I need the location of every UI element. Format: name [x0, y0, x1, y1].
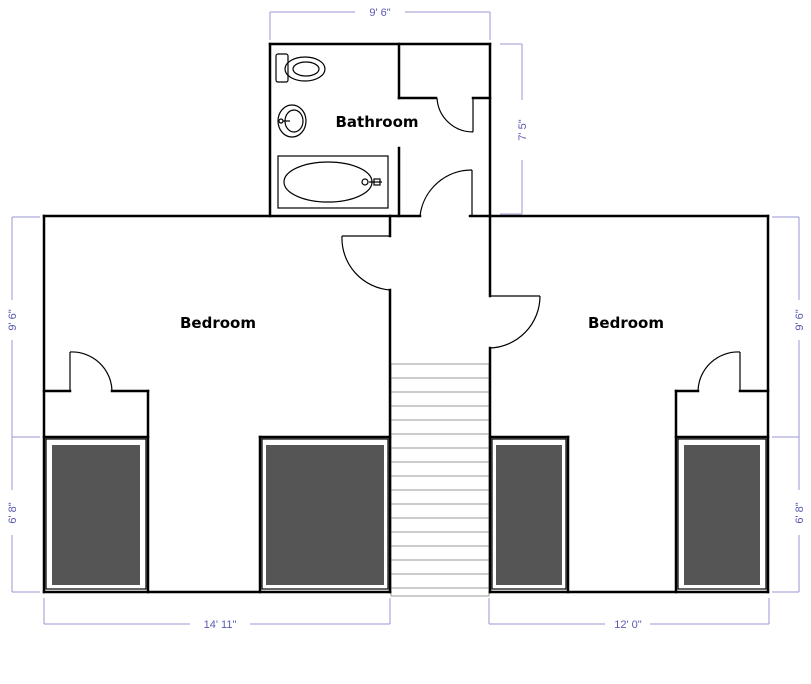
bathtub-icon: [277, 155, 389, 209]
room-label-bedroom-left: Bedroom: [180, 314, 256, 332]
bed-4: [684, 445, 760, 585]
sink-icon: [277, 104, 307, 138]
bed-2: [266, 445, 384, 585]
main-walls: [42, 214, 770, 594]
bathroom-walls: [268, 42, 492, 218]
toilet-icon: [275, 53, 326, 83]
dimension-left-lower: 6' 8": [7, 502, 19, 523]
doors: [69, 97, 741, 392]
bed-1: [52, 445, 140, 585]
dimension-lines: [11, 11, 800, 625]
dimension-top: 9' 6": [369, 7, 390, 19]
room-label-bathroom: Bathroom: [335, 113, 418, 131]
bed-3: [496, 445, 562, 585]
left-bedroom-closets: [42, 389, 392, 594]
right-bedroom-closets: [488, 389, 770, 594]
dimension-right-upper: 9' 6": [794, 309, 806, 330]
staircase: [390, 363, 490, 597]
dimension-right-lower: 6' 8": [794, 502, 806, 523]
dimension-left-upper: 9' 6": [7, 309, 19, 330]
beds: [45, 438, 767, 590]
dimension-bathroom-height: 7' 5": [517, 119, 529, 140]
dimension-bottom-right: 12' 0": [614, 619, 642, 631]
dimension-bottom-left: 14' 11": [204, 619, 237, 631]
room-label-bedroom-right: Bedroom: [588, 314, 664, 332]
